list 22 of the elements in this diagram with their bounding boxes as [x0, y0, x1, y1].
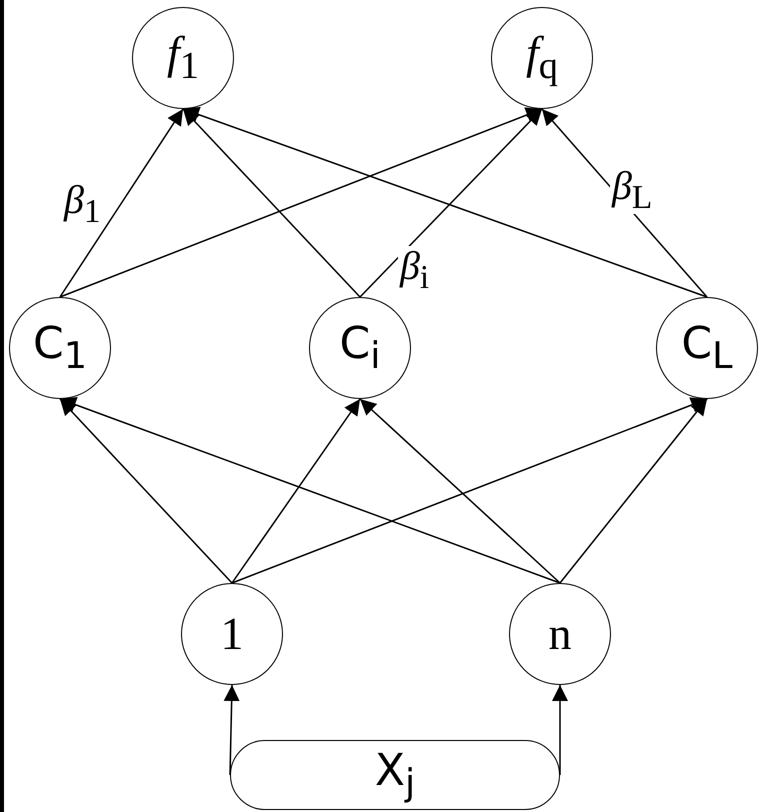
node-label: n	[548, 611, 572, 657]
node-label: f$_{1}$	[167, 30, 199, 86]
node-label: C$_{1}$	[32, 322, 88, 374]
arrow	[60, 397, 560, 584]
arrow	[224, 684, 240, 776]
node-label: C$_{i}$	[340, 322, 380, 374]
arrow	[182, 108, 361, 298]
arrow	[59, 108, 184, 298]
arrow	[360, 398, 560, 584]
arrow	[231, 398, 361, 584]
arrow	[60, 107, 542, 298]
node-label: C$_{L}$	[681, 322, 733, 374]
node-label: X$_{j}$	[374, 748, 416, 802]
input-box	[230, 740, 560, 810]
arrow	[559, 398, 708, 584]
arrow	[232, 397, 708, 584]
arrow	[182, 106, 708, 298]
arrow	[552, 685, 568, 775]
arrow	[359, 108, 543, 298]
node-label: f$_{q}$	[526, 30, 558, 86]
node-label: 1	[220, 611, 244, 657]
arrow	[59, 398, 233, 584]
